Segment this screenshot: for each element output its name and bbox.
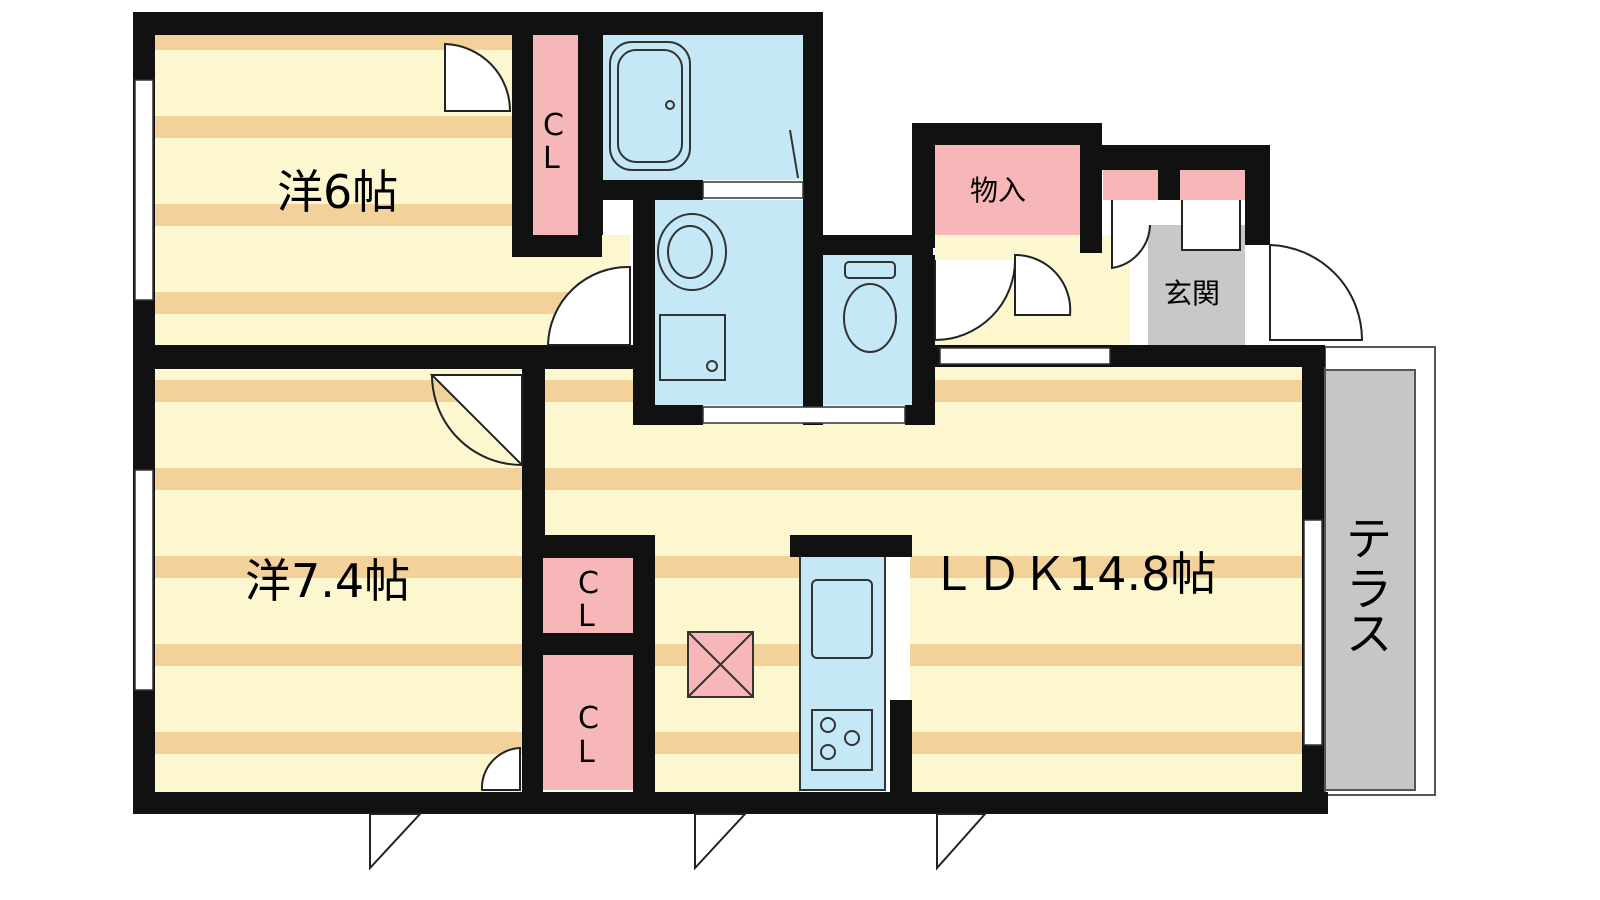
wall — [633, 200, 655, 425]
storage-closet — [935, 145, 1080, 235]
terrace-label-3: ス — [1346, 607, 1392, 661]
room-label-ldk: ＬＤＫ14.8帖 — [930, 547, 1216, 601]
toilet-bowl — [843, 283, 897, 353]
window-bath — [702, 181, 804, 199]
wall — [512, 35, 533, 235]
windows — [134, 79, 1323, 746]
terrace-floor — [1324, 369, 1416, 791]
bathtub-drain — [665, 100, 675, 110]
door-south-1[interactable] — [369, 813, 423, 871]
kitchen-counter — [799, 554, 886, 791]
door-shoe-left[interactable] — [1111, 200, 1151, 270]
wall — [912, 255, 935, 425]
burner-3 — [820, 744, 836, 760]
washing-machine-drain — [706, 360, 718, 372]
wall — [133, 792, 1328, 814]
wall — [522, 369, 545, 544]
stove — [811, 709, 873, 771]
wall — [633, 535, 655, 795]
wall — [890, 700, 912, 795]
wall — [803, 235, 933, 255]
wall — [1125, 345, 1270, 348]
window-ldk-east — [1303, 519, 1323, 746]
door-closet-bottom[interactable] — [480, 746, 521, 791]
door-west-7-4-arc — [431, 374, 523, 466]
wall — [905, 405, 935, 425]
closet-a-line2: L — [543, 141, 560, 176]
terrace-label-1: テ — [1346, 512, 1392, 566]
room-label-western-7-4: 洋7.4帖 — [245, 554, 410, 608]
door-toilet[interactable] — [934, 259, 1016, 342]
door-entrance[interactable] — [1269, 243, 1364, 341]
wall — [912, 123, 935, 248]
bath-wall-fixture — [789, 129, 799, 179]
closet-a-line1: C — [543, 108, 564, 143]
door-south-3[interactable] — [936, 813, 988, 871]
door-west-7-4[interactable] — [429, 374, 523, 468]
fixtures — [609, 41, 897, 771]
closet-b-line1: C — [578, 566, 599, 601]
burner-2 — [844, 730, 860, 746]
wall — [790, 535, 912, 557]
closet-c-line1: C — [578, 701, 599, 736]
closets — [533, 35, 1245, 790]
washbasin-inner — [667, 225, 713, 279]
room-label-entrance: 玄関 — [1164, 277, 1220, 310]
closet-mid — [543, 558, 633, 633]
door-west-6[interactable] — [444, 42, 512, 112]
terrace — [1324, 346, 1436, 796]
door-south-2[interactable] — [694, 813, 748, 871]
wall — [522, 535, 655, 558]
sink — [811, 579, 873, 659]
fridge-x-2 — [687, 631, 754, 698]
floor-ldk-living — [910, 540, 1310, 795]
bathtub-inner — [617, 49, 683, 163]
shoe-closet-right — [1180, 170, 1245, 200]
closet-b-line2: L — [578, 599, 595, 634]
window-west-7-4 — [134, 469, 154, 691]
door-west-6-hall[interactable] — [546, 265, 631, 346]
wall — [603, 180, 703, 200]
doors — [369, 42, 1364, 871]
wall — [1080, 145, 1270, 170]
wall — [578, 35, 603, 235]
door-storage[interactable] — [1014, 253, 1072, 316]
wall — [803, 12, 823, 262]
wall — [1158, 170, 1180, 200]
wall — [912, 123, 1102, 145]
terrace-label-2: ラ — [1346, 562, 1392, 616]
closet-bottom — [543, 655, 633, 790]
toilet — [822, 255, 912, 405]
labels: 洋6帖 洋7.4帖 ＬＤＫ14.8帖 物入 玄関 C L C L C L テ ラ… — [245, 108, 1392, 770]
wall — [133, 345, 638, 369]
wall — [1245, 145, 1270, 245]
room-label-storage: 物入 — [970, 174, 1026, 207]
wall — [578, 180, 603, 202]
wall — [522, 633, 655, 655]
closet-c-line2: L — [578, 735, 595, 770]
wall — [633, 405, 703, 425]
shoe-closet-left — [1103, 170, 1158, 200]
burner-1 — [820, 717, 836, 733]
wall — [522, 535, 543, 795]
window-wash — [702, 406, 906, 424]
closet-top — [533, 35, 578, 235]
wall — [133, 12, 823, 35]
room-label-western-6: 洋6帖 — [277, 165, 398, 219]
floor-western-7-4 — [155, 370, 530, 795]
wall — [803, 255, 823, 425]
toilet-tank — [844, 261, 896, 279]
washing-machine — [659, 314, 726, 381]
door-shoe-right[interactable] — [1181, 200, 1241, 251]
wall — [1080, 123, 1102, 253]
window-hall — [939, 347, 1111, 365]
wall — [512, 235, 602, 257]
window-west-6 — [134, 79, 154, 301]
bathtub — [609, 41, 691, 171]
